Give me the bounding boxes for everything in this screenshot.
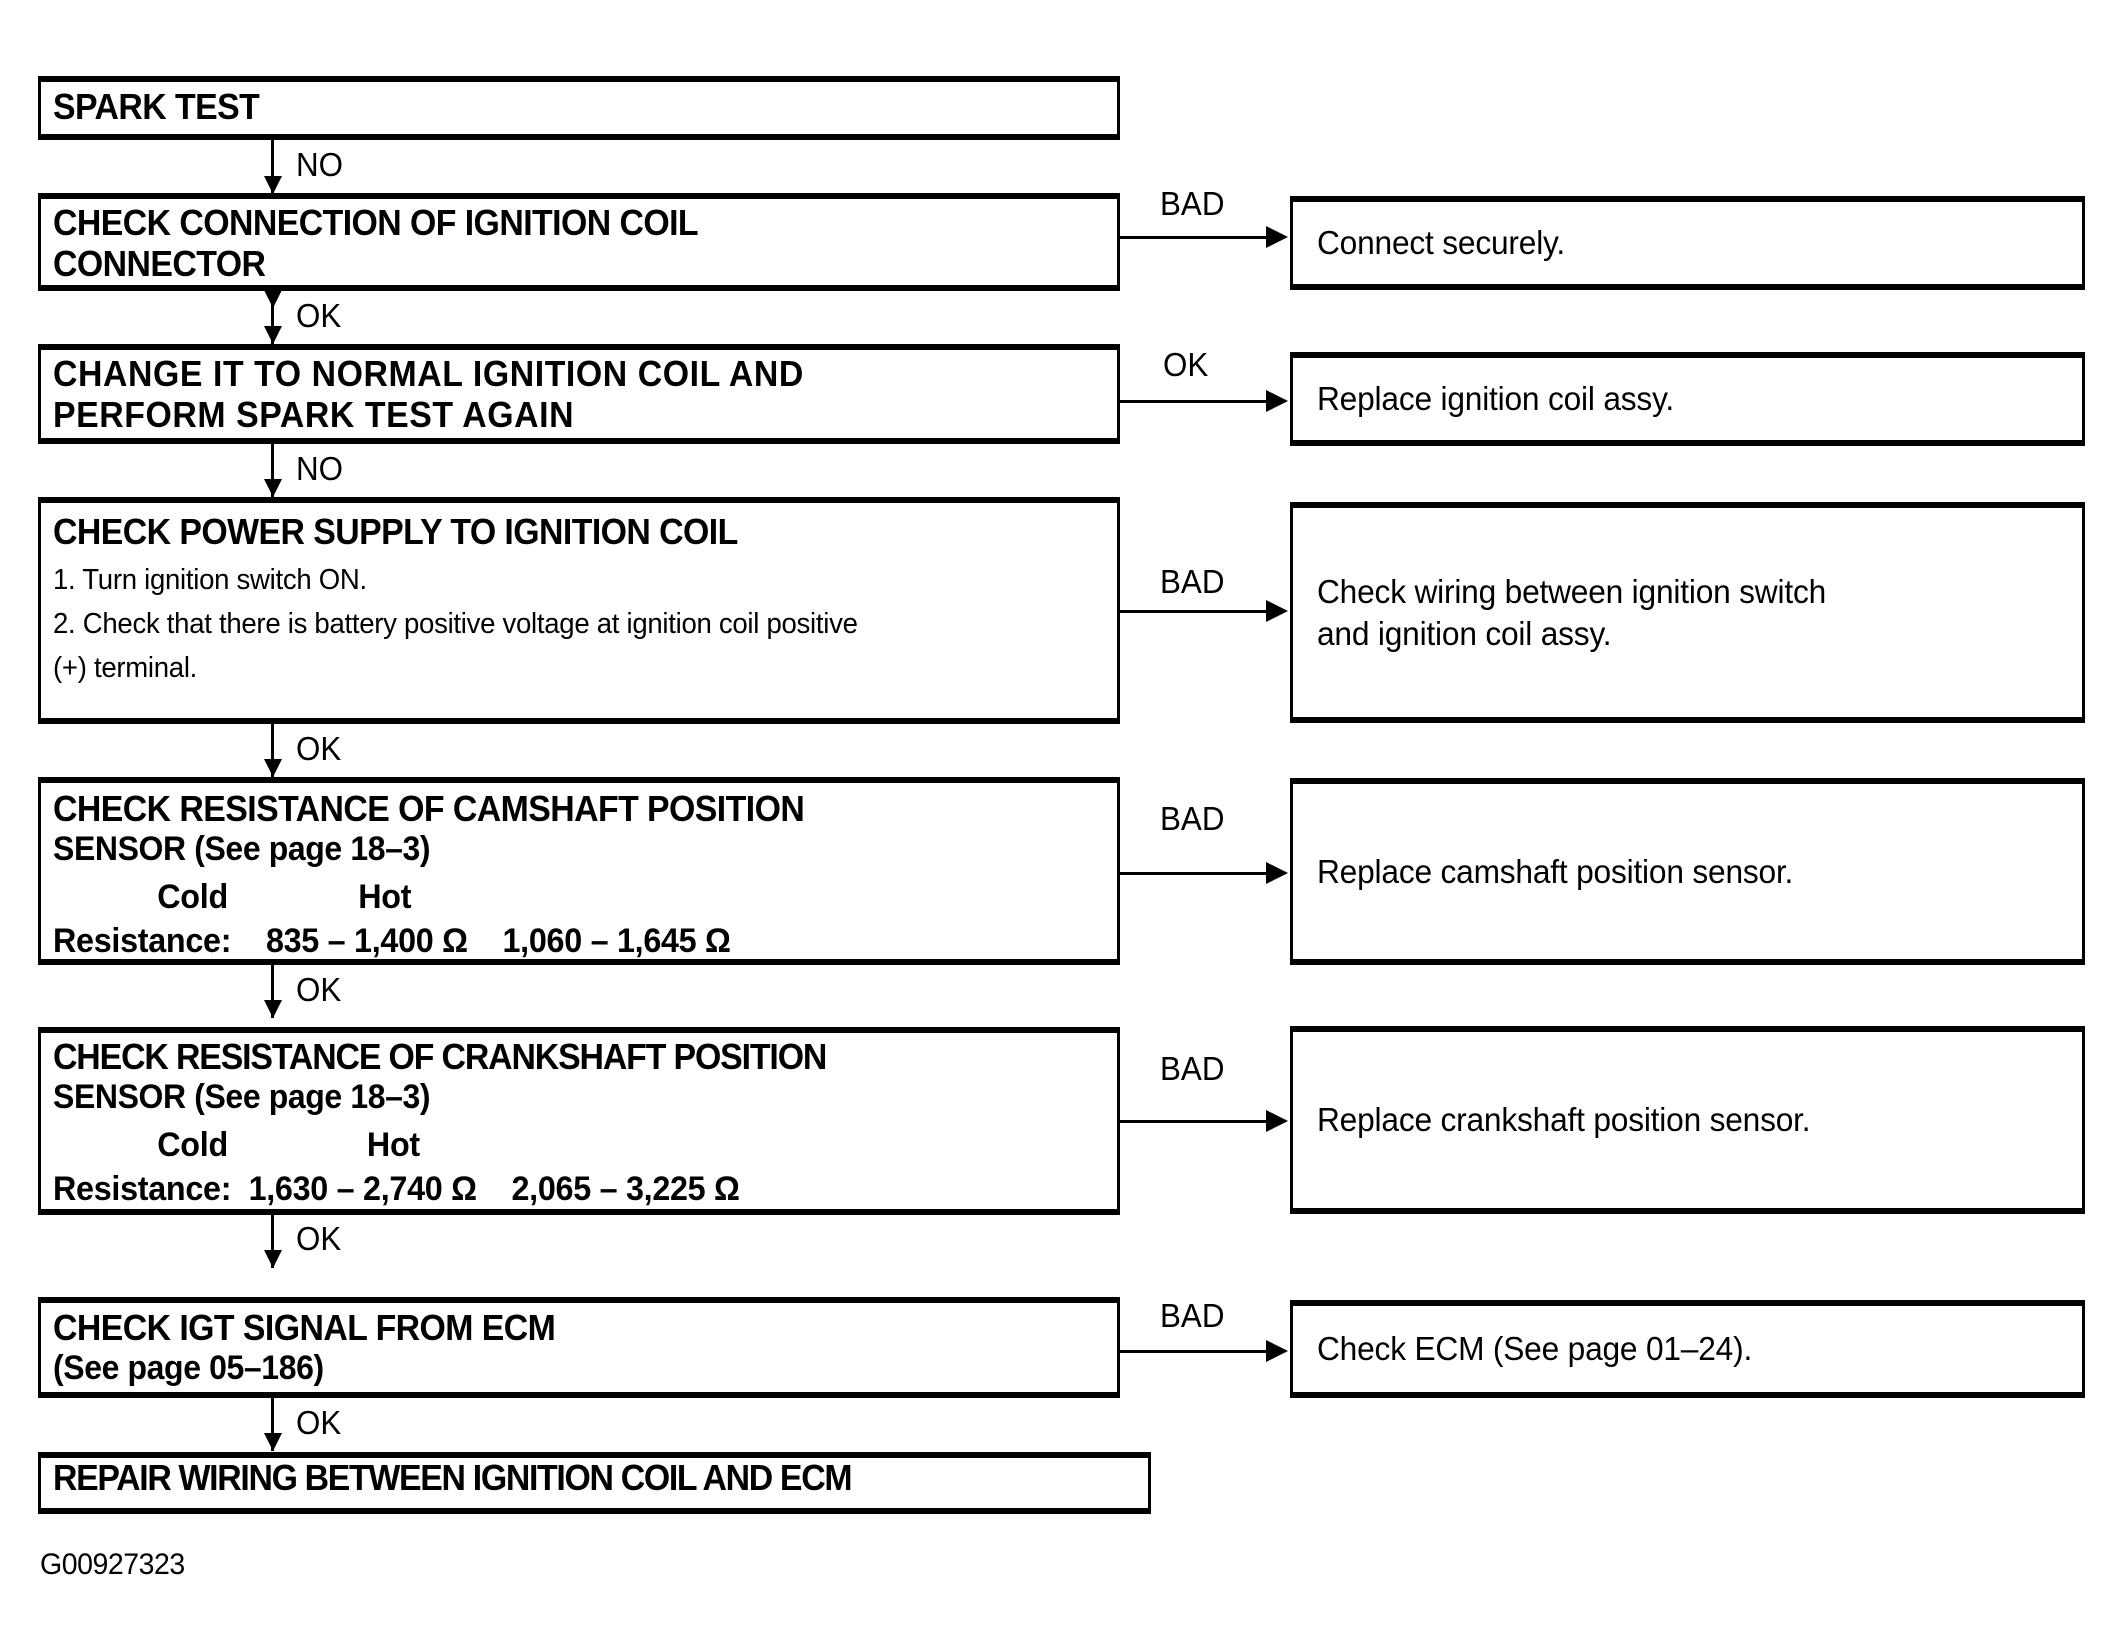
edge-label-2: OK xyxy=(296,297,342,334)
branch-line-check-connection xyxy=(1120,236,1277,239)
result-text-connect-securely: Connect securely. xyxy=(1317,224,1565,261)
step-box-content: CHECK CONNECTION OF IGNITION COIL CONNEC… xyxy=(41,199,1117,284)
step-title-spark-test: SPARK TEST xyxy=(53,86,260,127)
step-subtitle-camshaft-sensor: SENSOR (See page 18–3) xyxy=(53,830,431,868)
step-box-check-power-supply[interactable]: CHECK POWER SUPPLY TO IGNITION COIL 1. T… xyxy=(38,497,1120,724)
branch-label-camshaft-sensor: BAD xyxy=(1160,800,1225,837)
edge-label-5: OK xyxy=(296,971,342,1008)
connector-arrow-5 xyxy=(264,1000,282,1018)
step-box-spark-test[interactable]: SPARK TEST xyxy=(38,76,1120,140)
connector-arrow-1 xyxy=(264,176,282,194)
step-box-content: CHECK RESISTANCE OF CRANKSHAFT POSITION … xyxy=(41,1033,1117,1209)
step-title-camshaft-sensor: CHECK RESISTANCE OF CAMSHAFT POSITION xyxy=(53,788,805,829)
step-box-repair-wiring[interactable]: REPAIR WIRING BETWEEN IGNITION COIL AND … xyxy=(38,1452,1151,1514)
step-title-crankshaft-sensor: CHECK RESISTANCE OF CRANKSHAFT POSITION xyxy=(53,1036,827,1077)
branch-arrow-change-coil xyxy=(1266,390,1288,412)
branch-label-check-igt-signal: BAD xyxy=(1160,1297,1225,1334)
step-box-content: REPAIR WIRING BETWEEN IGNITION COIL AND … xyxy=(41,1457,1148,1498)
step-box-content: CHECK POWER SUPPLY TO IGNITION COIL 1. T… xyxy=(41,503,1117,690)
connector-line-4 xyxy=(271,724,274,777)
step-body-line-1: 1. Turn ignition switch ON. xyxy=(53,564,367,596)
connector-line-5 xyxy=(271,965,274,1018)
resistance-header-crankshaft: Cold Hot xyxy=(53,1126,420,1164)
result-text-replace-coil: Replace ignition coil assy. xyxy=(1317,380,1674,417)
step-box-content: CHECK RESISTANCE OF CAMSHAFT POSITION SE… xyxy=(41,783,1117,961)
step-title-check-igt-signal: CHECK IGT SIGNAL FROM ECM xyxy=(53,1307,556,1348)
edge-label-6: OK xyxy=(296,1220,342,1257)
edge-label-4: OK xyxy=(296,730,342,767)
result-box-check-ecm[interactable]: Check ECM (See page 01–24). xyxy=(1290,1300,2085,1398)
connector-arrow-7 xyxy=(264,1433,282,1451)
step-box-change-coil[interactable]: CHANGE IT TO NORMAL IGNITION COIL AND PE… xyxy=(38,344,1120,444)
branch-line-change-coil xyxy=(1120,400,1277,403)
branch-label-change-coil: OK xyxy=(1163,346,1209,383)
result-text-replace-camshaft-sensor: Replace camshaft position sensor. xyxy=(1317,852,1794,890)
branch-arrow-crankshaft-sensor xyxy=(1266,1110,1288,1132)
branch-line-check-igt-signal xyxy=(1120,1350,1277,1353)
branch-line-crankshaft-sensor xyxy=(1120,1120,1277,1123)
step-subtitle-check-igt-signal: (See page 05–186) xyxy=(53,1349,324,1387)
step-subtitle-crankshaft-sensor: SENSOR (See page 18–3) xyxy=(53,1078,431,1116)
step-body-line-2: 2. Check that there is battery positive … xyxy=(53,608,858,640)
connector-arrow-6 xyxy=(264,1250,282,1268)
resistance-header-camshaft: Cold Hot xyxy=(53,878,412,916)
resistance-values-crankshaft: Resistance: 1,630 – 2,740 Ω 2,065 – 3,22… xyxy=(53,1170,740,1208)
result-box-replace-crankshaft-sensor[interactable]: Replace crankshaft position sensor. xyxy=(1290,1026,2085,1214)
branch-arrow-check-power-supply xyxy=(1266,600,1288,622)
result-box-replace-camshaft-sensor[interactable]: Replace camshaft position sensor. xyxy=(1290,778,2085,965)
connector-line-3 xyxy=(271,444,274,497)
step-box-check-igt-signal[interactable]: CHECK IGT SIGNAL FROM ECM (See page 05–1… xyxy=(38,1297,1120,1398)
edge-label-1: NO xyxy=(296,146,344,183)
connector-line-1 xyxy=(271,140,274,193)
result-text-check-wiring: Check wiring between ignition switch and… xyxy=(1317,572,1827,652)
result-text-replace-crankshaft-sensor: Replace crankshaft position sensor. xyxy=(1317,1101,1811,1138)
figure-id-label: G00927323 xyxy=(40,1548,185,1581)
result-box-replace-coil[interactable]: Replace ignition coil assy. xyxy=(1290,352,2085,446)
branch-label-check-connection: BAD xyxy=(1160,185,1225,222)
edge-label-7: OK xyxy=(296,1404,342,1441)
step-box-crankshaft-sensor[interactable]: CHECK RESISTANCE OF CRANKSHAFT POSITION … xyxy=(38,1027,1120,1215)
connector-line-6 xyxy=(271,1215,274,1268)
connector-arrow-4 xyxy=(264,759,282,777)
step-box-content: SPARK TEST xyxy=(41,82,1117,127)
connector-arrow-3 xyxy=(264,479,282,497)
step-title-change-coil: CHANGE IT TO NORMAL IGNITION COIL AND PE… xyxy=(53,353,804,435)
result-box-connect-securely[interactable]: Connect securely. xyxy=(1290,196,2085,290)
resistance-values-camshaft: Resistance: 835 – 1,400 Ω 1,060 – 1,645 … xyxy=(53,922,731,960)
branch-label-crankshaft-sensor: BAD xyxy=(1160,1050,1225,1087)
step-box-content: CHECK IGT SIGNAL FROM ECM (See page 05–1… xyxy=(41,1303,1117,1388)
branch-label-check-power-supply: BAD xyxy=(1160,563,1225,600)
step-title-repair-wiring: REPAIR WIRING BETWEEN IGNITION COIL AND … xyxy=(53,1457,853,1498)
connector-arrow-2b xyxy=(264,326,282,344)
result-text-check-ecm: Check ECM (See page 01–24). xyxy=(1317,1330,1753,1367)
step-box-camshaft-sensor[interactable]: CHECK RESISTANCE OF CAMSHAFT POSITION SE… xyxy=(38,777,1120,965)
connector-line-2 xyxy=(271,291,274,344)
branch-arrow-check-connection xyxy=(1266,226,1288,248)
branch-arrow-camshaft-sensor xyxy=(1266,862,1288,884)
result-box-check-wiring[interactable]: Check wiring between ignition switch and… xyxy=(1290,502,2085,723)
step-title-check-power-supply: CHECK POWER SUPPLY TO IGNITION COIL xyxy=(53,511,738,552)
branch-arrow-check-igt-signal xyxy=(1266,1340,1288,1362)
step-box-content: CHANGE IT TO NORMAL IGNITION COIL AND PE… xyxy=(41,350,1117,435)
connector-line-7 xyxy=(271,1398,274,1451)
connector-arrow-2 xyxy=(264,290,282,308)
step-body-line-3: (+) terminal. xyxy=(53,652,198,684)
edge-label-3: NO xyxy=(296,450,344,487)
step-title-check-connection: CHECK CONNECTION OF IGNITION COIL CONNEC… xyxy=(53,202,699,284)
branch-line-camshaft-sensor xyxy=(1120,872,1277,875)
branch-line-check-power-supply xyxy=(1120,610,1277,613)
step-box-check-connection[interactable]: CHECK CONNECTION OF IGNITION COIL CONNEC… xyxy=(38,193,1120,291)
